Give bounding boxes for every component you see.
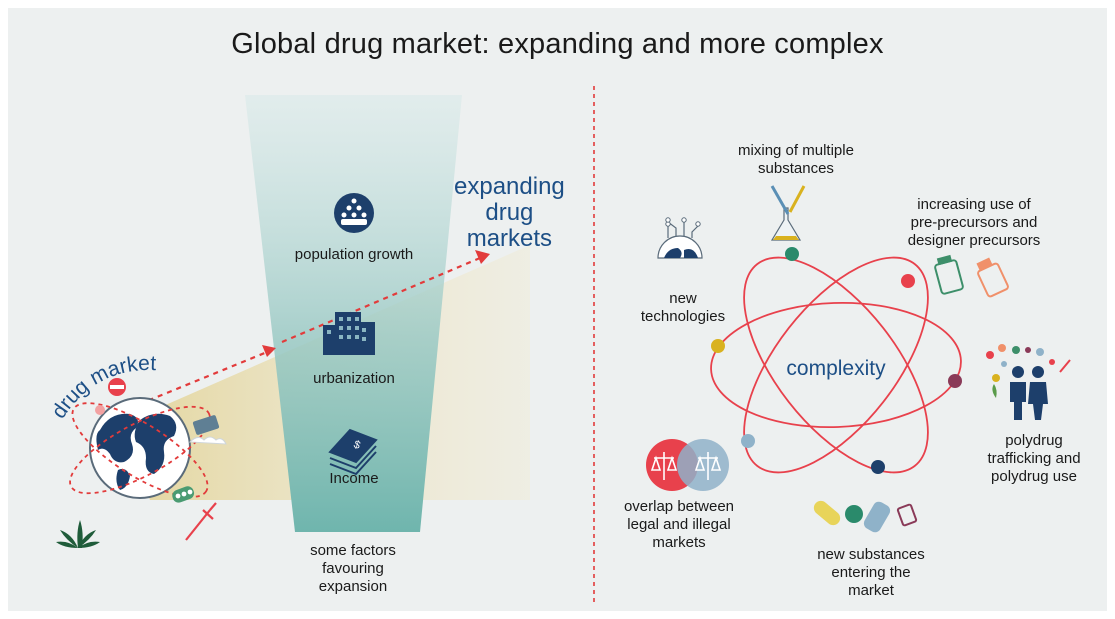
buildings-icon <box>323 312 375 355</box>
new-technologies-label: new technologies <box>640 290 726 325</box>
blister-pack-icon <box>172 486 195 503</box>
polydrug-icon <box>986 344 1071 420</box>
mixing-substances-label: mixing of multiple substances <box>738 142 854 177</box>
factor-population-growth: population growth <box>294 246 414 263</box>
infographic-panel <box>8 8 1107 611</box>
technology-globe-icon <box>657 217 703 259</box>
drug-orbits <box>69 402 211 498</box>
drug-market-label: drug market <box>47 352 157 423</box>
razor-blade-icon <box>188 415 227 445</box>
growth-arrow <box>129 250 490 410</box>
money-stack-icon: $ <box>328 428 378 476</box>
flask-icon <box>770 185 806 241</box>
overlap-markets-label: overlap between legal and illegal market… <box>623 498 735 551</box>
atom-nodes <box>711 247 962 474</box>
cannabis-leaf-icon <box>56 520 100 548</box>
factors-caption: some factors favouring expansion <box>310 542 396 595</box>
complexity-label: complexity <box>786 357 886 380</box>
page-title: Global drug market: expanding and more c… <box>231 28 884 60</box>
globe-icon <box>89 397 191 499</box>
polydrug-label: polydrug trafficking and polydrug use <box>987 432 1081 485</box>
pill-icon <box>95 378 126 415</box>
svg-text:$: $ <box>352 439 362 452</box>
syringe-icon <box>185 502 217 541</box>
factor-urbanization: urbanization <box>313 370 395 387</box>
expanding-markets-label: expanding drug markets <box>454 173 565 252</box>
new-substances-label: new substances entering the market <box>817 546 925 599</box>
new-substances-icon <box>813 500 918 533</box>
scales-of-justice-icon <box>646 439 729 491</box>
precursors-label: increasing use of pre-precursors and des… <box>907 196 1041 249</box>
complexity-atom <box>710 256 962 474</box>
factor-income: Income <box>329 470 379 487</box>
population-icon <box>334 193 374 233</box>
